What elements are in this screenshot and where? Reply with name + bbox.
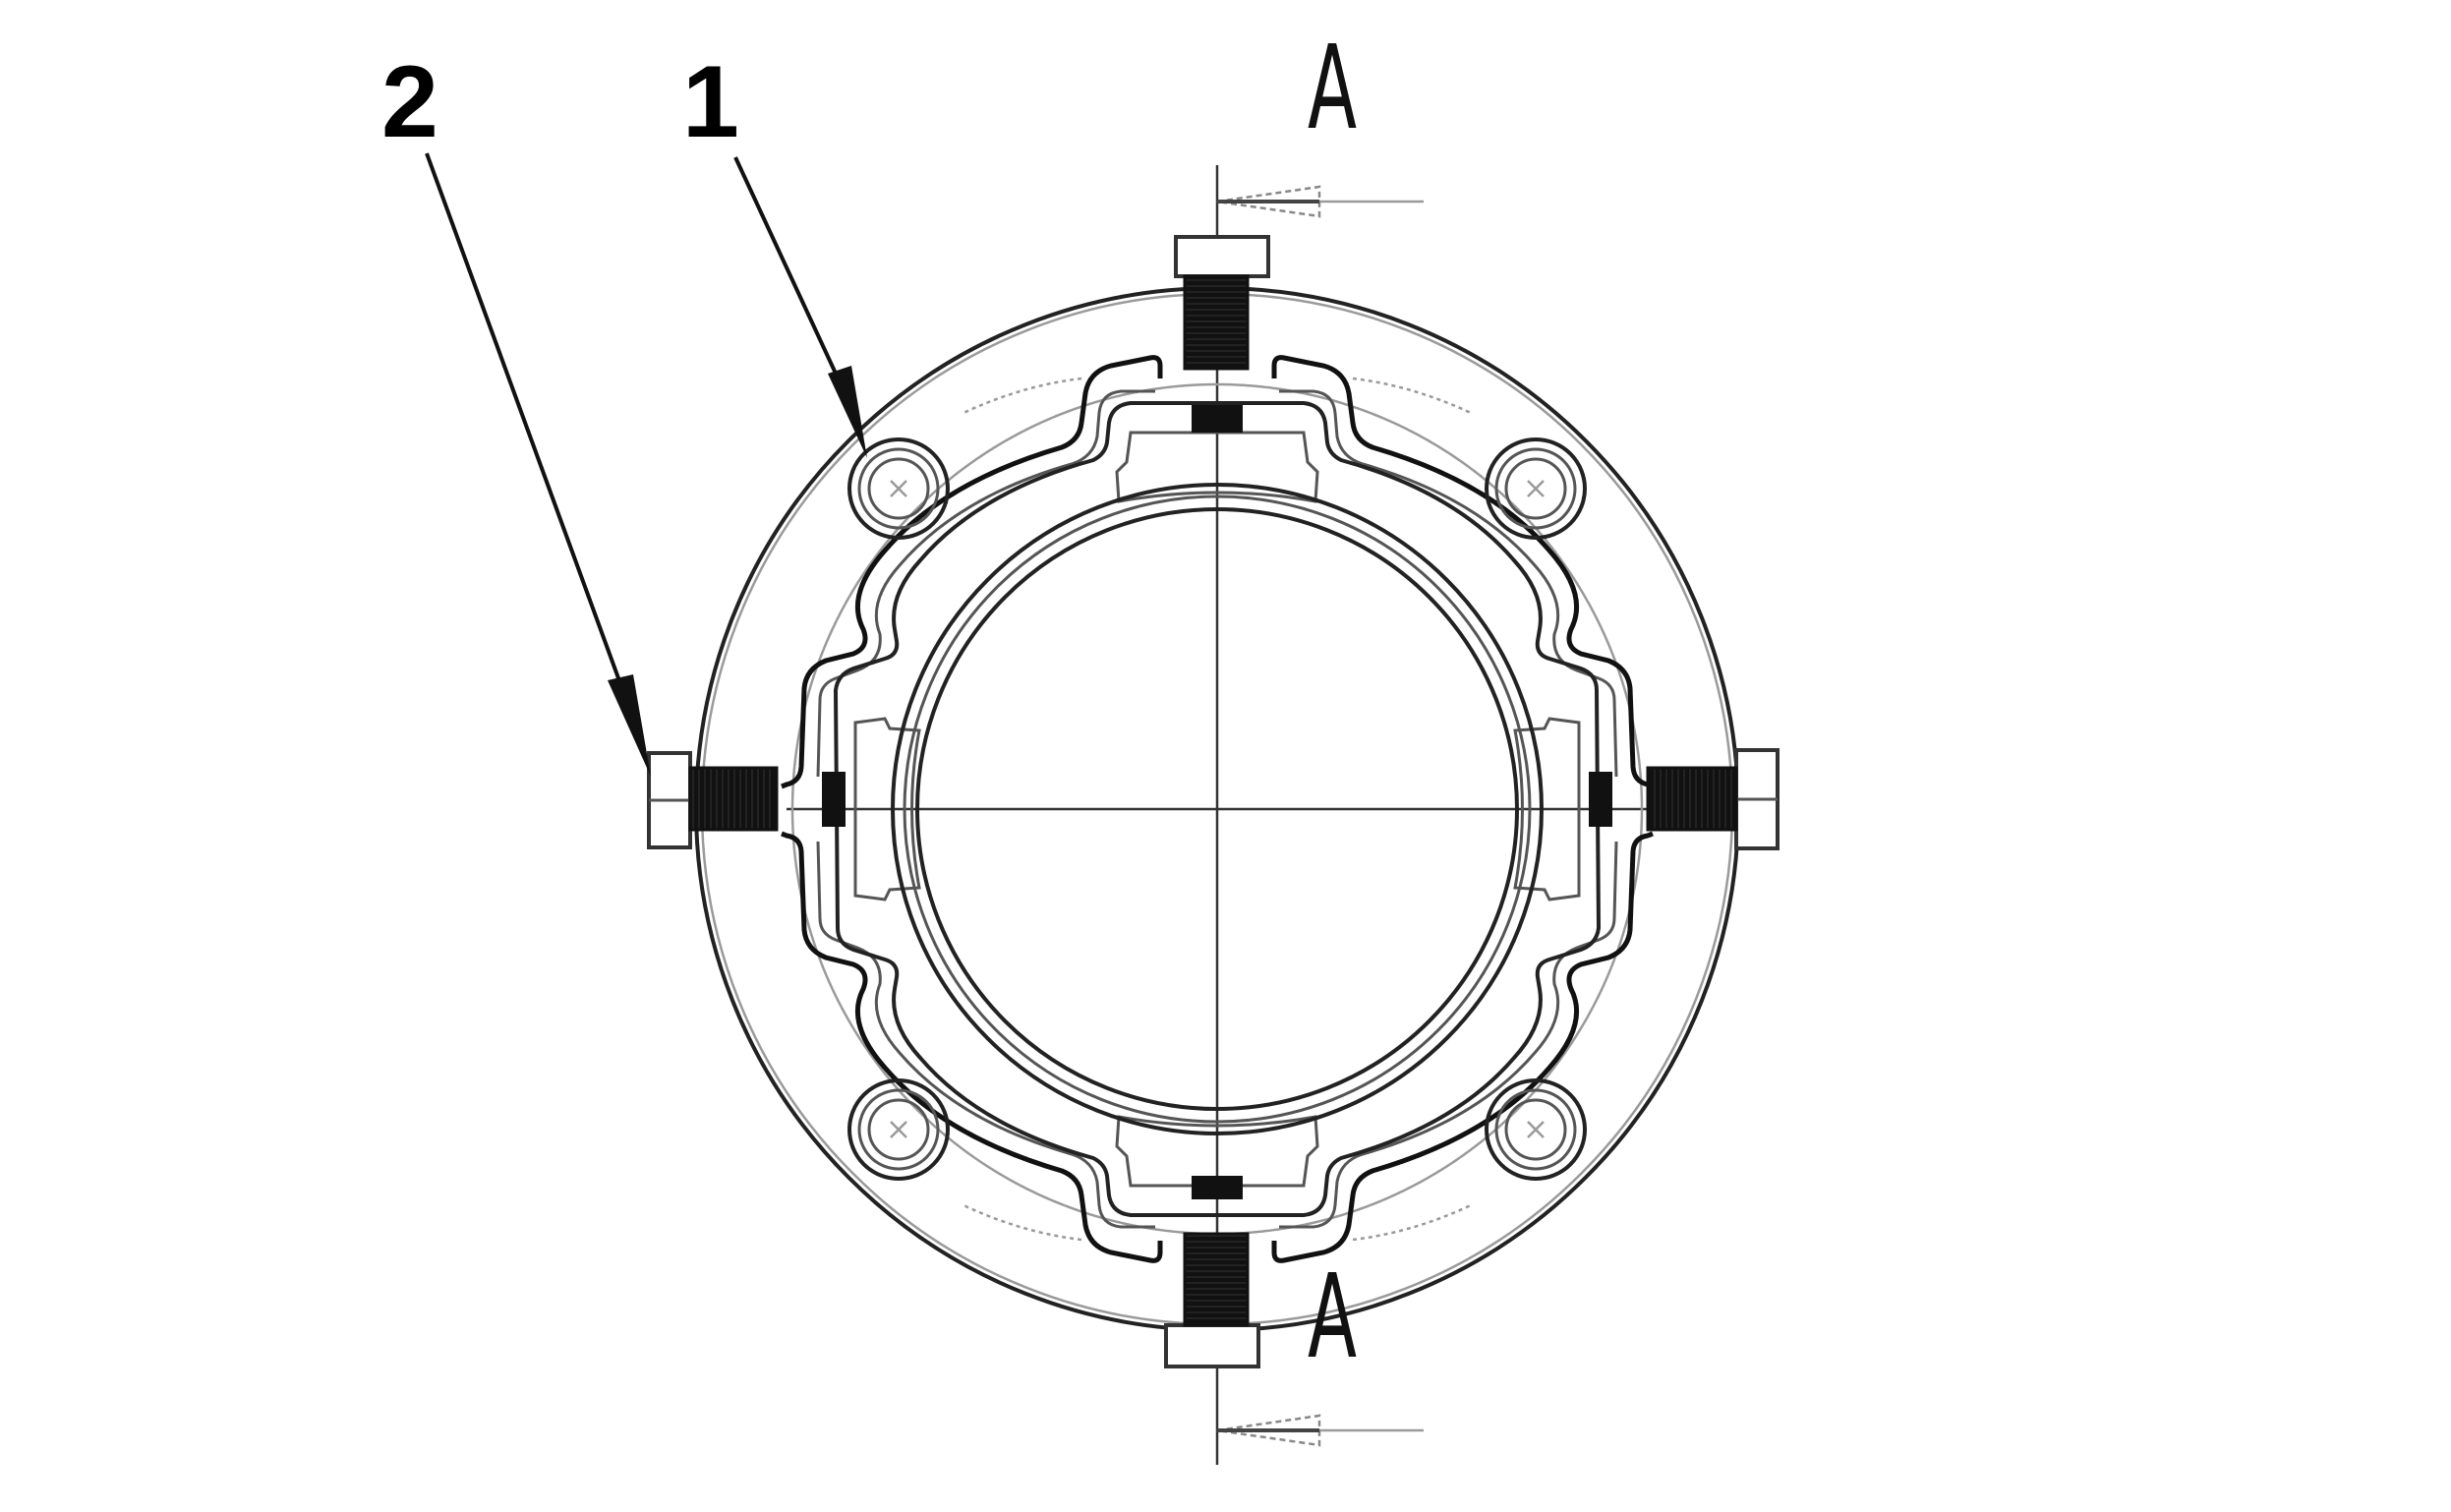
callout-label-1: 1 bbox=[682, 45, 739, 159]
section-arrow-bottom bbox=[1216, 1414, 1424, 1447]
set-screw-bottom bbox=[1164, 1176, 1260, 1368]
bolt-hole-top-right bbox=[1485, 437, 1587, 540]
bolt-hole-bottom-right bbox=[1485, 1078, 1587, 1181]
leader-callout-1 bbox=[733, 156, 867, 458]
section-arrow-top bbox=[1216, 185, 1424, 218]
set-screws bbox=[647, 235, 1780, 1368]
set-screw-right bbox=[1589, 748, 1780, 850]
leader-callout-2 bbox=[425, 152, 651, 777]
bolt-hole-bottom-left bbox=[847, 1078, 950, 1181]
bolt-hole-top-left bbox=[847, 437, 950, 540]
set-screw-top bbox=[1174, 235, 1270, 433]
section-label-top: A bbox=[1308, 20, 1358, 155]
section-label-bottom: A bbox=[1308, 1249, 1358, 1384]
set-screw-left bbox=[647, 751, 846, 849]
bolt-holes bbox=[847, 437, 1587, 1181]
callout-label-2: 2 bbox=[381, 45, 438, 159]
inner-hub bbox=[833, 401, 1602, 1217]
